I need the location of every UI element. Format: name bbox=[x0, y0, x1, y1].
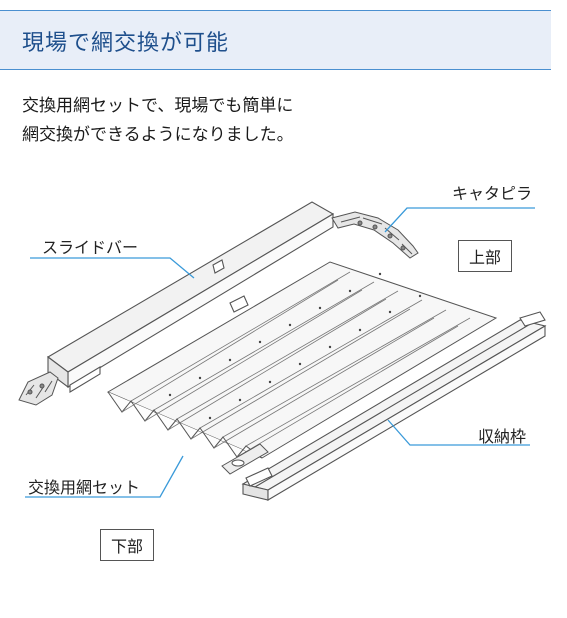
header-title: 現場で網交換が可能 bbox=[22, 31, 230, 56]
intro-text: 交換用網セットで、現場でも簡単に 網交換ができるようになりました。 bbox=[22, 92, 294, 150]
slide-bar-drawing bbox=[47, 201, 335, 393]
storage-frame-drawing bbox=[241, 311, 547, 501]
section-header: 現場で網交換が可能 bbox=[0, 10, 551, 70]
label-bottom-part: 下部 bbox=[100, 529, 155, 561]
label-slide-bar: スライドバー bbox=[42, 238, 139, 257]
label-top-part: 上部 bbox=[458, 240, 513, 272]
intro-line-2: 網交換ができるようになりました。 bbox=[22, 125, 294, 145]
leader-lines bbox=[25, 207, 535, 498]
pleated-net-drawing bbox=[106, 261, 498, 475]
label-storage-frame: 収納枠 bbox=[478, 427, 527, 446]
caterpillar-drawing bbox=[18, 211, 419, 406]
label-replacement-net-set: 交換用網セット bbox=[28, 478, 141, 497]
label-caterpillar: キャタピラ bbox=[452, 184, 533, 203]
intro-line-1: 交換用網セットで、現場でも簡単に bbox=[22, 96, 294, 116]
